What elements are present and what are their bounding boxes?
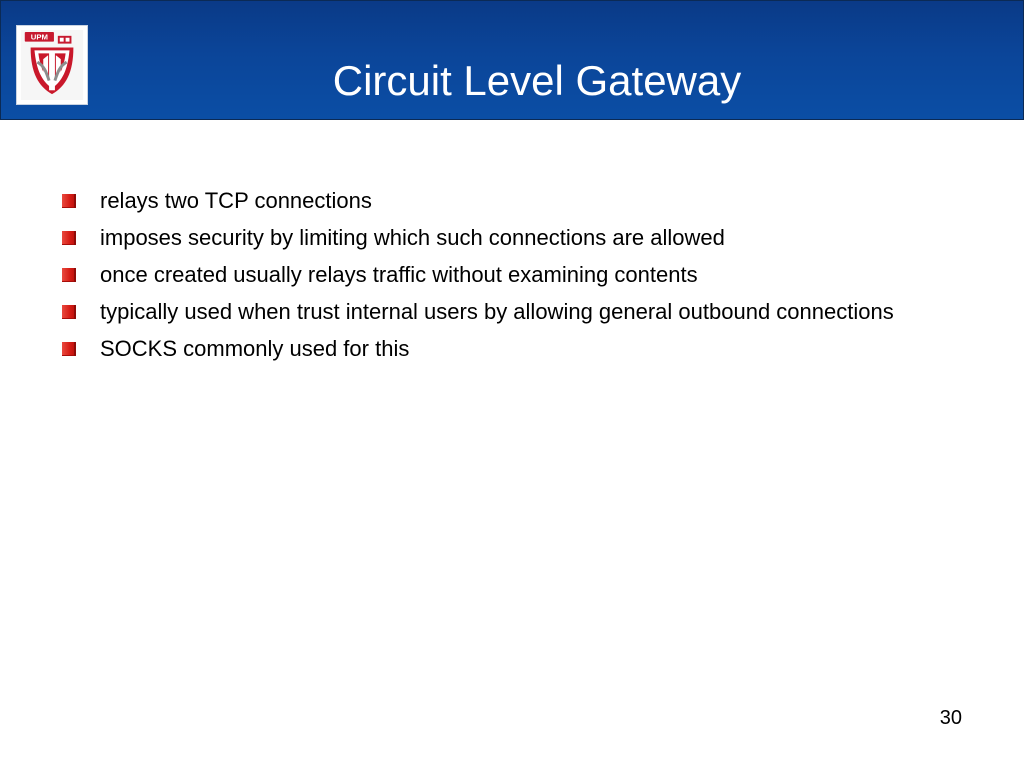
red-square-bullet-icon xyxy=(62,305,76,319)
bullet-item: once created usually relays traffic with… xyxy=(62,260,942,290)
upm-logo: UPM xyxy=(16,25,88,105)
red-square-bullet-icon xyxy=(62,268,76,282)
bullet-text: typically used when trust internal users… xyxy=(100,299,894,324)
slide-title: Circuit Level Gateway xyxy=(332,57,742,104)
slide-header: UPM Circuit Level Gateway xyxy=(0,0,1024,120)
bullet-item: SOCKS commonly used for this xyxy=(62,334,942,364)
bullet-text: once created usually relays traffic with… xyxy=(100,262,698,287)
bullet-text: imposes security by limiting which such … xyxy=(100,225,725,250)
red-square-bullet-icon xyxy=(62,231,76,245)
red-square-bullet-icon xyxy=(62,342,76,356)
page-number: 30 xyxy=(939,707,962,729)
red-square-bullet-icon xyxy=(62,194,76,208)
bullet-list: relays two TCP connections imposes secur… xyxy=(62,186,942,371)
bullet-item: relays two TCP connections xyxy=(62,186,942,216)
bullet-item: imposes security by limiting which such … xyxy=(62,223,942,253)
bullet-item: typically used when trust internal users… xyxy=(62,297,942,327)
logo-text: UPM xyxy=(31,33,48,42)
bullet-text: relays two TCP connections xyxy=(100,188,372,213)
bullet-text: SOCKS commonly used for this xyxy=(100,336,410,361)
